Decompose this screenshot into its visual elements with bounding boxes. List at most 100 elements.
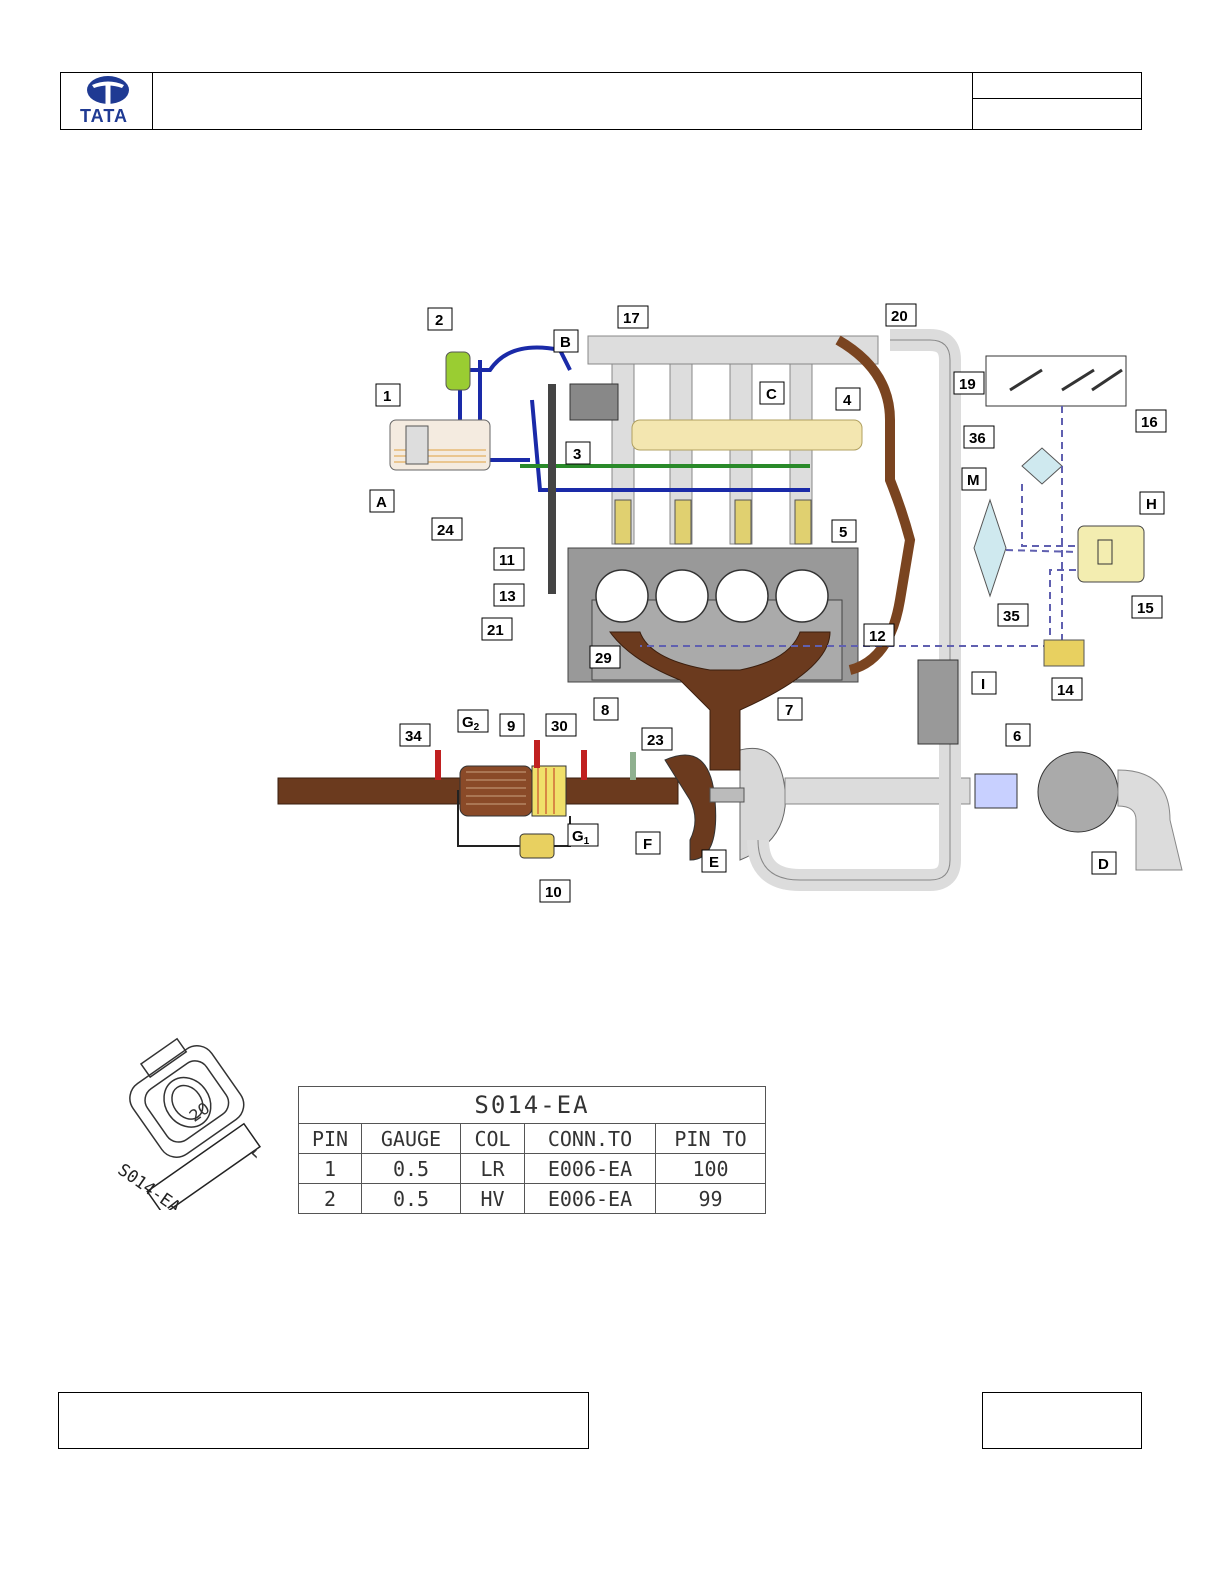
fuel-pump-1	[405, 425, 429, 465]
header-divider-right	[972, 72, 973, 130]
intake-manifold	[587, 335, 879, 365]
sensor-8	[630, 752, 636, 780]
callout-8: 8	[593, 697, 619, 721]
callout-10: 10	[539, 879, 571, 903]
callout-13: 13	[493, 583, 525, 607]
connector-pin-table: S014-EA PIN GAUGE COL CONN.TO PIN TO 1 0…	[298, 1086, 766, 1214]
callout-12: 12	[863, 623, 895, 647]
callout-16: 16	[1135, 409, 1167, 433]
table-header: PIN	[298, 1123, 362, 1154]
sensor-34	[435, 750, 441, 780]
callout-g2: G2	[457, 709, 489, 733]
diff-pressure-sensor-10	[519, 833, 555, 859]
svg-text:1: 1	[383, 388, 391, 405]
svg-text:D: D	[1098, 856, 1109, 873]
table-cell: 1	[298, 1153, 362, 1184]
callout-29: 29	[589, 645, 621, 669]
intake-pipe	[784, 777, 971, 805]
svg-text:H: H	[1146, 496, 1157, 513]
svg-text:20: 20	[891, 308, 908, 325]
turbine-f	[664, 754, 717, 861]
table-title: S014-EA	[298, 1086, 766, 1124]
hp-pump-b	[569, 383, 619, 421]
svg-text:10: 10	[545, 884, 562, 901]
callout-2: 2	[427, 307, 453, 331]
svg-text:I: I	[981, 676, 985, 693]
svg-text:13: 13	[499, 588, 516, 605]
svg-text:16: 16	[1141, 414, 1158, 431]
svg-text:24: 24	[437, 522, 454, 539]
svg-text:14: 14	[1057, 682, 1074, 699]
callout-m: M	[961, 467, 987, 491]
callout-23: 23	[641, 727, 673, 751]
air-filter-d	[1037, 751, 1119, 833]
table-header: CONN.TO	[524, 1123, 656, 1154]
svg-text:9: 9	[507, 718, 515, 735]
sensor-30	[581, 750, 587, 780]
table-cell: 2	[298, 1183, 362, 1214]
callout-17: 17	[617, 305, 649, 329]
callout-15: 15	[1131, 595, 1163, 619]
svg-text:29: 29	[595, 650, 612, 667]
svg-text:C: C	[766, 386, 777, 403]
intercooler-i	[917, 659, 959, 745]
callout-35: 35	[997, 603, 1029, 627]
callout-g1: G1	[567, 823, 599, 847]
callout-30: 30	[545, 713, 577, 737]
svg-text:2: 2	[435, 312, 443, 329]
callout-4: 4	[835, 387, 861, 411]
callout-1: 1	[375, 383, 401, 407]
callout-24: 24	[431, 517, 463, 541]
callout-21: 21	[481, 617, 513, 641]
callout-14: 14	[1051, 677, 1083, 701]
tata-logo: TATA	[78, 74, 138, 128]
table-row: 2 0.5 HV E006-EA 99	[298, 1183, 766, 1214]
callout-11: 11	[493, 547, 525, 571]
callout-a: A	[369, 489, 395, 513]
air-mass-sensor-6	[974, 773, 1018, 809]
callout-5: 5	[831, 519, 857, 543]
catalyst-g1	[531, 765, 567, 817]
svg-text:23: 23	[647, 732, 664, 749]
sensor-14	[1043, 639, 1085, 667]
svg-text:3: 3	[573, 446, 581, 463]
header-divider-cell	[972, 98, 1142, 99]
radiator	[973, 498, 1007, 598]
pedal-box-16	[985, 355, 1127, 407]
svg-text:19: 19	[959, 376, 976, 393]
callout-3: 3	[565, 441, 591, 465]
svg-text:8: 8	[601, 702, 609, 719]
table-cell: HV	[460, 1183, 525, 1214]
callout-b: B	[553, 329, 579, 353]
logo-text: TATA	[80, 106, 128, 126]
svg-text:35: 35	[1003, 608, 1020, 625]
table-header: PIN TO	[655, 1123, 766, 1154]
svg-text:4: 4	[843, 392, 852, 409]
callout-i: I	[971, 671, 997, 695]
table-row: 1 0.5 LR E006-EA 100	[298, 1153, 766, 1184]
svg-text:E: E	[709, 854, 719, 871]
connector-drawing: 20 S014-EA ‹	[114, 1037, 262, 1210]
svg-text:‹: ‹	[250, 1141, 259, 1166]
callout-f: F	[635, 831, 661, 855]
callout-34: 34	[399, 723, 431, 747]
header-frame	[60, 72, 1142, 130]
timing-belt	[548, 384, 556, 594]
svg-text:15: 15	[1137, 600, 1154, 617]
footer-cell-right	[982, 1392, 1142, 1449]
warning-lamp	[1021, 447, 1063, 485]
tata-logo-mark-icon	[87, 76, 129, 104]
svg-text:30: 30	[551, 718, 568, 735]
callout-6: 6	[1005, 723, 1031, 747]
table-cell: 100	[655, 1153, 766, 1184]
svg-text:5: 5	[839, 524, 847, 541]
svg-text:B: B	[560, 334, 571, 351]
svg-text:17: 17	[623, 310, 640, 327]
svg-text:M: M	[967, 472, 980, 489]
svg-text:7: 7	[785, 702, 793, 719]
table-cell: E006-EA	[524, 1153, 656, 1184]
callout-d: D	[1091, 851, 1117, 875]
svg-text:6: 6	[1013, 728, 1021, 745]
table-cell: E006-EA	[524, 1183, 656, 1214]
callout-20: 20	[885, 303, 917, 327]
